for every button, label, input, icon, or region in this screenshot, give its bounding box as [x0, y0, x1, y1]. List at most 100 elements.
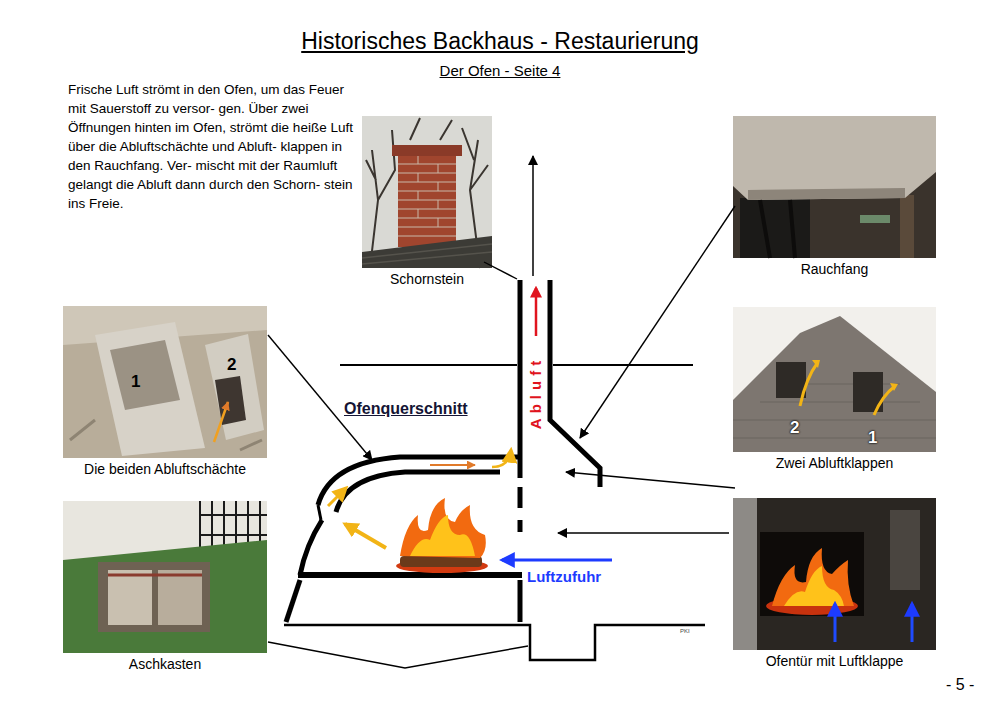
air-flow-arrows-part — [492, 450, 511, 467]
exhaust-shaft-photo-part — [205, 334, 264, 440]
oven-cross-section — [284, 280, 705, 660]
oven-door-photo-part — [911, 604, 914, 642]
photo-panel: Aschkasten — [63, 501, 267, 677]
page-title: Historisches Backhaus - Restaurierung — [301, 28, 699, 55]
exhaust-shaft-photo-part — [214, 402, 228, 442]
photo-panel: Ofentür mit Luftklappe — [733, 498, 936, 674]
smoke-hood-photo — [733, 116, 936, 258]
leader-lines-part — [268, 335, 372, 460]
smoke-hood-photo-part — [860, 215, 890, 223]
air-flow-arrows-part — [345, 524, 386, 548]
oven-door-photo-part — [733, 498, 936, 650]
exhaust-shaft-photo-part — [215, 376, 246, 425]
oven-door-photo-part — [760, 532, 864, 616]
air-flow-arrows-part — [535, 288, 538, 336]
air-flow-arrows-part — [430, 464, 475, 466]
page-subtitle: Der Ofen - Seite 4 — [440, 62, 561, 79]
leader-lines-part — [558, 532, 729, 533]
leader-lines-part — [268, 642, 528, 668]
exhaust-shaft-photo-part — [70, 420, 262, 450]
exhaust-flap-photo-part — [812, 360, 898, 391]
oven-cross-section-part — [298, 572, 522, 578]
ash-box-photo-part — [63, 540, 267, 653]
photo-caption: Schornstein — [360, 271, 494, 287]
callout-number: 2 — [227, 355, 236, 375]
photo-caption: Zwei Abluftklappen — [731, 455, 938, 471]
photo-panel: Die beiden Abluftschächte — [63, 306, 267, 482]
smoke-hood-photo-part — [733, 116, 936, 200]
exhaust-shaft-photo-part — [63, 306, 267, 458]
ash-box-photo-part — [63, 501, 267, 653]
air-flow-arrows-part — [502, 559, 612, 562]
exhaust-flap-photo-part — [874, 386, 895, 415]
oven-door-photo-part — [772, 548, 854, 606]
oven-cross-section-part — [518, 280, 523, 478]
chimney-photo-part — [418, 156, 438, 227]
photo-caption: Rauchfang — [731, 261, 938, 277]
chimney-photo-part — [362, 244, 492, 264]
oven-cross-section-part — [550, 280, 600, 487]
smoke-hood-photo-part — [900, 195, 914, 258]
photo-panel: Rauchfang — [733, 116, 936, 282]
exhaust-shaft-photo — [63, 306, 267, 458]
exhaust-flap-photo-part — [733, 307, 936, 452]
oven-cross-section-part — [286, 580, 300, 622]
smoke-hood-photo-part — [733, 116, 936, 258]
exhaust-shaft-photo-part — [95, 322, 205, 456]
oven-cross-section-part — [340, 364, 517, 366]
exhaust-shaft-photo-part — [110, 340, 180, 410]
chimney-photo-part — [398, 152, 456, 247]
photo-caption: Aschkasten — [61, 656, 269, 672]
oven-cross-section-part — [318, 505, 321, 520]
flow-label: Luftzufuhr — [527, 568, 601, 585]
air-flow-arrows-part — [532, 156, 534, 276]
chimney-photo-part — [362, 116, 492, 268]
smoke-hood-photo-part — [740, 198, 810, 258]
chimney-photo-part — [362, 236, 492, 268]
section-heading: Ofenquerschnitt — [344, 400, 468, 418]
ash-box-photo-part — [108, 570, 152, 625]
oven-cross-section-part — [518, 580, 523, 622]
callout-number: 1 — [868, 428, 877, 448]
ash-box-photo-part — [108, 574, 202, 577]
oven-cross-section-part — [336, 472, 500, 512]
smoke-hood-photo-part — [748, 188, 905, 200]
callout-number: 1 — [131, 372, 140, 392]
photo-panel: Zwei Abluftklappen — [733, 307, 936, 476]
flow-label: Abluft — [527, 355, 544, 428]
page-number: - 5 - — [946, 676, 974, 694]
leader-lines-part — [484, 262, 517, 279]
oven-door-photo-part — [784, 566, 844, 606]
smoke-hood-photo-part — [760, 200, 795, 258]
leader-lines — [268, 206, 735, 668]
air-flow-arrows — [328, 156, 612, 560]
oven-cross-section-part — [518, 487, 523, 508]
oven-door-photo-part — [733, 498, 757, 650]
fire — [396, 498, 488, 573]
exhaust-flap-photo-part — [776, 362, 806, 398]
ash-box-photo-part — [158, 570, 202, 625]
air-flow-arrows-part — [328, 488, 346, 506]
exhaust-flap-photo-part — [733, 384, 936, 438]
author-mark: PKI — [680, 628, 690, 634]
ash-box-photo — [63, 501, 267, 653]
fire-part — [410, 515, 475, 556]
oven-cross-section-part — [318, 457, 520, 505]
chimney-photo-part — [398, 164, 456, 236]
leader-lines-part — [580, 206, 735, 438]
chimney-photo — [362, 116, 492, 268]
exhaust-flap-photo — [733, 307, 936, 452]
oven-door-photo — [733, 498, 936, 650]
ash-box-photo-part — [98, 562, 210, 632]
oven-cross-section-part — [300, 520, 322, 575]
oven-door-photo-part — [834, 604, 837, 642]
oven-cross-section-part — [518, 520, 523, 532]
callout-number: 2 — [790, 418, 799, 438]
photo-caption: Die beiden Abluftschächte — [61, 461, 269, 477]
oven-cross-section-part — [553, 364, 693, 366]
oven-door-photo-part — [890, 510, 920, 590]
photo-caption: Ofentür mit Luftklappe — [731, 653, 938, 669]
fire-part — [400, 498, 486, 558]
photo-panel: Schornstein — [362, 116, 492, 292]
exhaust-flap-photo-part — [800, 362, 818, 406]
